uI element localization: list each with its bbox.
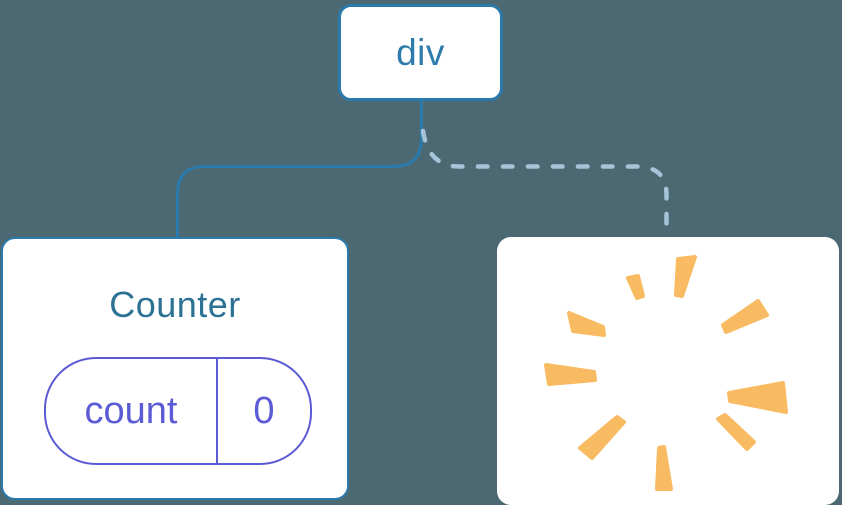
poof-ray: [626, 274, 645, 300]
poof-ray: [655, 445, 673, 491]
poof-ray: [578, 415, 626, 460]
state-value: 0: [253, 389, 275, 432]
node-div-label: div: [396, 31, 445, 73]
node-removed: [497, 237, 839, 505]
state-pill: count 0: [44, 357, 312, 465]
poof-ray: [674, 255, 697, 298]
node-div: div: [338, 4, 503, 101]
poof-starburst-icon: [544, 255, 788, 491]
state-key-label: count: [46, 359, 218, 463]
edge-dashed-to-removed: [420, 128, 669, 240]
counter-title: Counter: [109, 284, 241, 325]
poof-ray: [544, 363, 597, 386]
poof-ray: [567, 311, 606, 337]
poof-ray: [716, 413, 756, 451]
node-counter: Counter count 0: [1, 237, 349, 500]
poof-ray: [721, 299, 769, 334]
edge-solid-to-counter: [176, 100, 423, 238]
poof-ray: [727, 381, 788, 414]
